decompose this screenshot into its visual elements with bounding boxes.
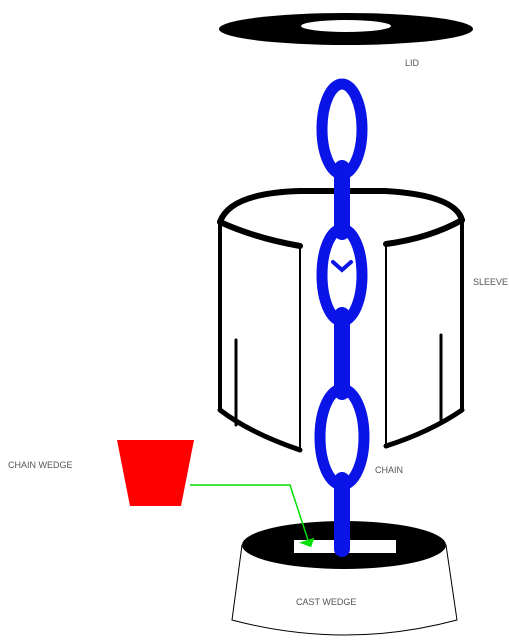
arrow-connector xyxy=(190,484,315,548)
cast-wedge-label: CAST WEDGE xyxy=(296,597,357,607)
sleeve-label: SLEEVE xyxy=(473,277,509,287)
chain-part xyxy=(314,78,370,557)
lid-part xyxy=(219,13,473,45)
lid-label: LID xyxy=(405,58,420,68)
sleeve-part xyxy=(217,188,465,453)
chain-wedge-part xyxy=(117,440,194,506)
chain-wedge-label: CHAIN WEDGE xyxy=(8,460,73,470)
chain-label: CHAIN xyxy=(375,465,404,475)
chain-link xyxy=(314,383,370,491)
